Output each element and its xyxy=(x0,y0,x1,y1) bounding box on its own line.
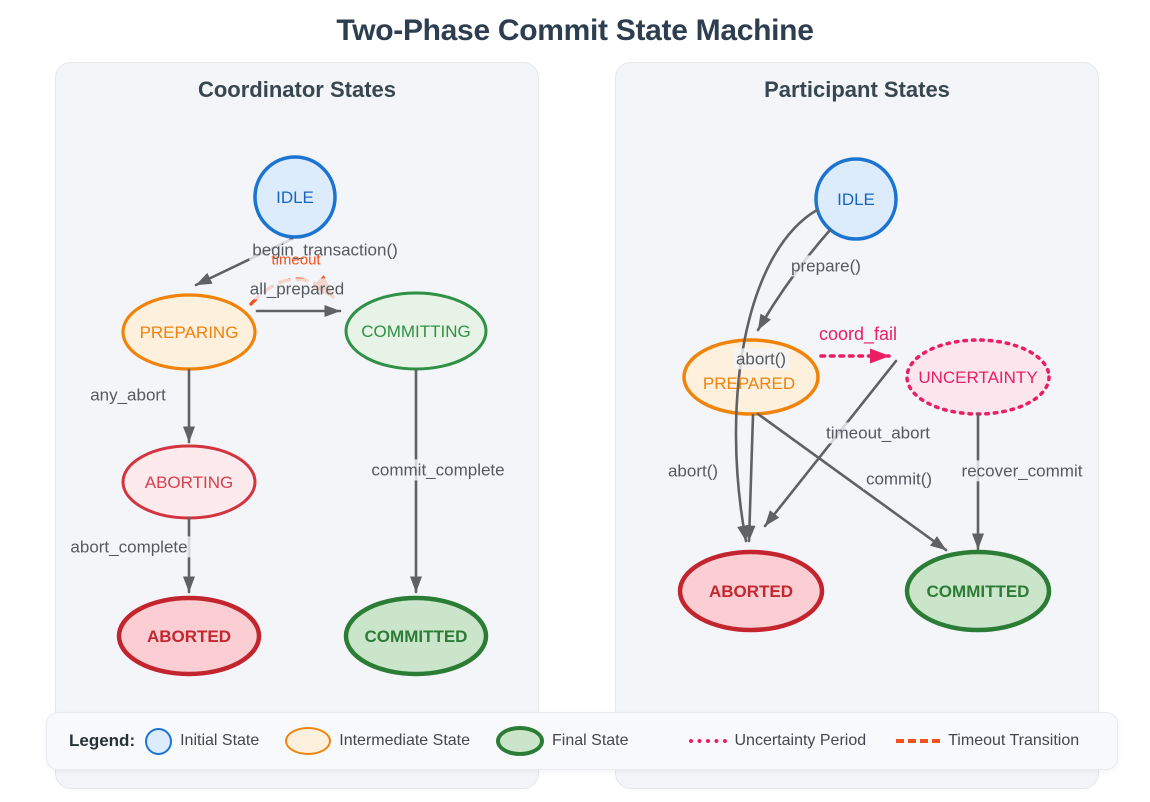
legend-item-intermediate: Intermediate State xyxy=(339,732,471,749)
participant-aborted-node xyxy=(677,549,825,633)
edge-abort-from-prepared xyxy=(743,413,756,543)
coordinator-aborted-label: ABORTED xyxy=(147,627,231,646)
edge-label-abort-from-prepared: abort() xyxy=(732,348,790,370)
coordinator-preparing-label: PREPARING xyxy=(140,323,239,342)
edge-label-begin-transaction: begin_transaction() xyxy=(249,239,401,261)
intermediate-state-swatch xyxy=(285,727,332,755)
edge-label-abort-complete: abort_complete xyxy=(67,536,191,558)
edge-label-timeout: timeout xyxy=(271,251,321,269)
edge-label-any-abort: any_abort xyxy=(87,384,169,406)
initial-state-swatch xyxy=(145,727,173,755)
timeout-line-swatch xyxy=(896,739,941,743)
participant-committed-node xyxy=(904,549,1052,633)
coordinator-committing-label: COMMITTING xyxy=(361,322,471,341)
edge-label-all-prepared: all_prepared xyxy=(246,278,348,300)
participant-aborted-label: ABORTED xyxy=(709,582,793,601)
final-state-swatch xyxy=(496,726,545,756)
participant-idle-label: IDLE xyxy=(837,190,875,209)
edge-label-timeout-abort: timeout_abort xyxy=(823,422,933,444)
participant-panel-title: Participant States xyxy=(764,77,950,102)
legend-title: Legend: xyxy=(69,731,136,750)
legend-item-uncertainty: Uncertainty Period xyxy=(734,732,867,749)
legend-item-timeout: Timeout Transition xyxy=(948,732,1080,749)
participant-committed-label: COMMITTED xyxy=(927,582,1030,601)
edge-label-recover-commit: recover_commit xyxy=(958,460,1086,482)
participant-prepared-label: PREPARED xyxy=(703,374,795,393)
coordinator-idle-label: IDLE xyxy=(276,188,314,207)
legend-item-final: Final State xyxy=(552,732,629,749)
legend-item-initial: Initial State xyxy=(180,732,260,749)
edge-label-abort-from-idle: abort() xyxy=(664,460,722,482)
participant-idle-node xyxy=(814,157,898,241)
coordinator-idle-node xyxy=(253,155,337,239)
coordinator-aborted-node xyxy=(116,595,262,677)
coordinator-panel-title: Coordinator States xyxy=(197,77,397,102)
page-title: Two-Phase Commit State Machine xyxy=(336,14,814,47)
participant-uncertainty-label: UNCERTAINTY xyxy=(918,368,1037,387)
edge-label-prepare: prepare() xyxy=(788,255,864,277)
coordinator-aborting-label: ABORTING xyxy=(145,473,233,492)
legend-bar: Legend: Initial State Intermediate State… xyxy=(46,712,1118,770)
edge-commit xyxy=(756,412,948,552)
edge-label-coord-fail: coord_fail xyxy=(818,323,898,344)
edge-label-commit-complete: commit_complete xyxy=(368,459,508,481)
coordinator-committed-node xyxy=(343,595,489,677)
edge-prepare xyxy=(756,228,832,332)
coordinator-committed-label: COMMITTED xyxy=(365,627,468,646)
uncertainty-line-swatch xyxy=(688,739,727,743)
edge-abort-from-idle xyxy=(734,208,819,543)
edge-label-commit: commit() xyxy=(862,468,936,490)
